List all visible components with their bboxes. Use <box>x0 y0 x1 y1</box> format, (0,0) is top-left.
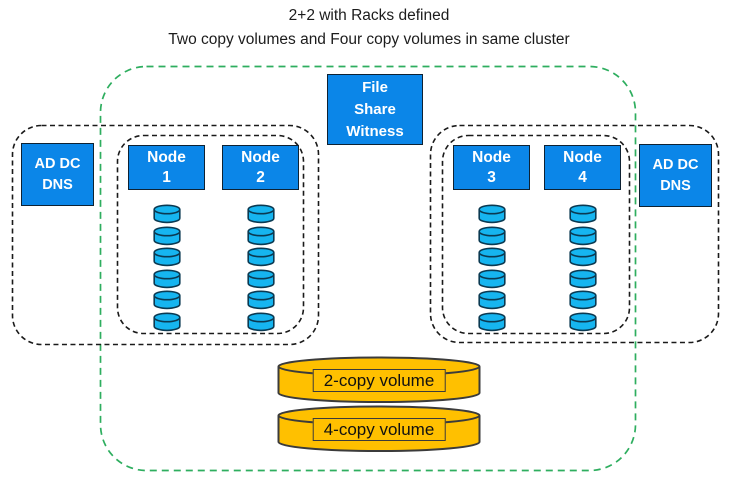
title-line-1: 2+2 with Racks defined <box>288 7 450 24</box>
ad-dc-dns-right-box: AD DC DNS <box>639 144 712 207</box>
node-2: Node 2 <box>222 145 299 332</box>
node-3-disk-stack <box>477 204 507 332</box>
ad-dc-right-line-2: DNS <box>660 177 691 194</box>
disk-icon <box>246 226 275 245</box>
node-2-box: Node 2 <box>222 145 299 190</box>
ad-dc-dns-left-box: AD DC DNS <box>21 143 94 206</box>
disk-icon <box>568 290 597 310</box>
node-4-label: Node <box>563 148 602 166</box>
node-4-number: 4 <box>578 168 587 186</box>
node-4: Node 4 <box>544 145 621 332</box>
disk-icon <box>568 269 597 288</box>
node-4-disk-stack <box>568 204 598 332</box>
rack-zone-left-outline <box>11 124 320 346</box>
file-share-witness-box: File Share Witness <box>327 74 423 145</box>
disk-icon <box>246 312 275 331</box>
node-1-label: Node <box>147 148 186 166</box>
disk-icon <box>246 269 275 288</box>
disk-icon <box>246 204 275 224</box>
disk-icon <box>152 226 181 245</box>
ad-dc-right-line-1: AD DC <box>652 156 699 173</box>
disk-icon <box>246 247 275 267</box>
witness-line-2: Share <box>354 100 396 118</box>
node-1-number: 1 <box>162 168 171 186</box>
node-1-disk-stack <box>152 204 182 332</box>
volume-2-copy-label: 2-copy volume <box>312 369 446 392</box>
disk-icon <box>477 312 506 331</box>
disk-icon <box>568 247 597 267</box>
witness-line-3: Witness <box>346 122 404 140</box>
disk-icon <box>568 204 597 224</box>
disk-icon <box>568 226 597 245</box>
diagram-title: 2+2 with Racks defined Two copy volumes … <box>0 4 738 52</box>
title-line-2: Two copy volumes and Four copy volumes i… <box>168 31 570 48</box>
disk-icon <box>477 269 506 288</box>
rack-zone-right-outline <box>429 124 720 344</box>
node-3-label: Node <box>472 148 511 166</box>
disk-icon <box>477 226 506 245</box>
witness-line-1: File <box>362 78 388 96</box>
node-1: Node 1 <box>128 145 205 332</box>
disk-icon <box>152 312 181 331</box>
disk-icon <box>152 247 181 267</box>
node-4-box: Node 4 <box>544 145 621 190</box>
node-3: Node 3 <box>453 145 530 332</box>
volume-4-copy: 4-copy volume <box>276 405 482 453</box>
ad-dc-left-line-2: DNS <box>42 176 73 193</box>
node-1-box: Node 1 <box>128 145 205 190</box>
disk-icon <box>477 247 506 267</box>
disk-icon <box>152 269 181 288</box>
disk-icon <box>246 290 275 310</box>
ad-dc-left-line-1: AD DC <box>34 155 81 172</box>
node-3-number: 3 <box>487 168 496 186</box>
cluster-boundary-outline <box>99 65 637 472</box>
volume-4-copy-label: 4-copy volume <box>312 418 446 441</box>
node-3-box: Node 3 <box>453 145 530 190</box>
node-2-number: 2 <box>256 168 265 186</box>
disk-icon <box>152 290 181 310</box>
node-2-disk-stack <box>246 204 276 332</box>
disk-icon <box>477 204 506 224</box>
rack-2-outline <box>441 134 631 335</box>
volume-2-copy: 2-copy volume <box>276 356 482 404</box>
node-2-label: Node <box>241 148 280 166</box>
disk-icon <box>152 204 181 224</box>
disk-icon <box>477 290 506 310</box>
disk-icon <box>568 312 597 331</box>
rack-1-outline <box>116 134 305 335</box>
